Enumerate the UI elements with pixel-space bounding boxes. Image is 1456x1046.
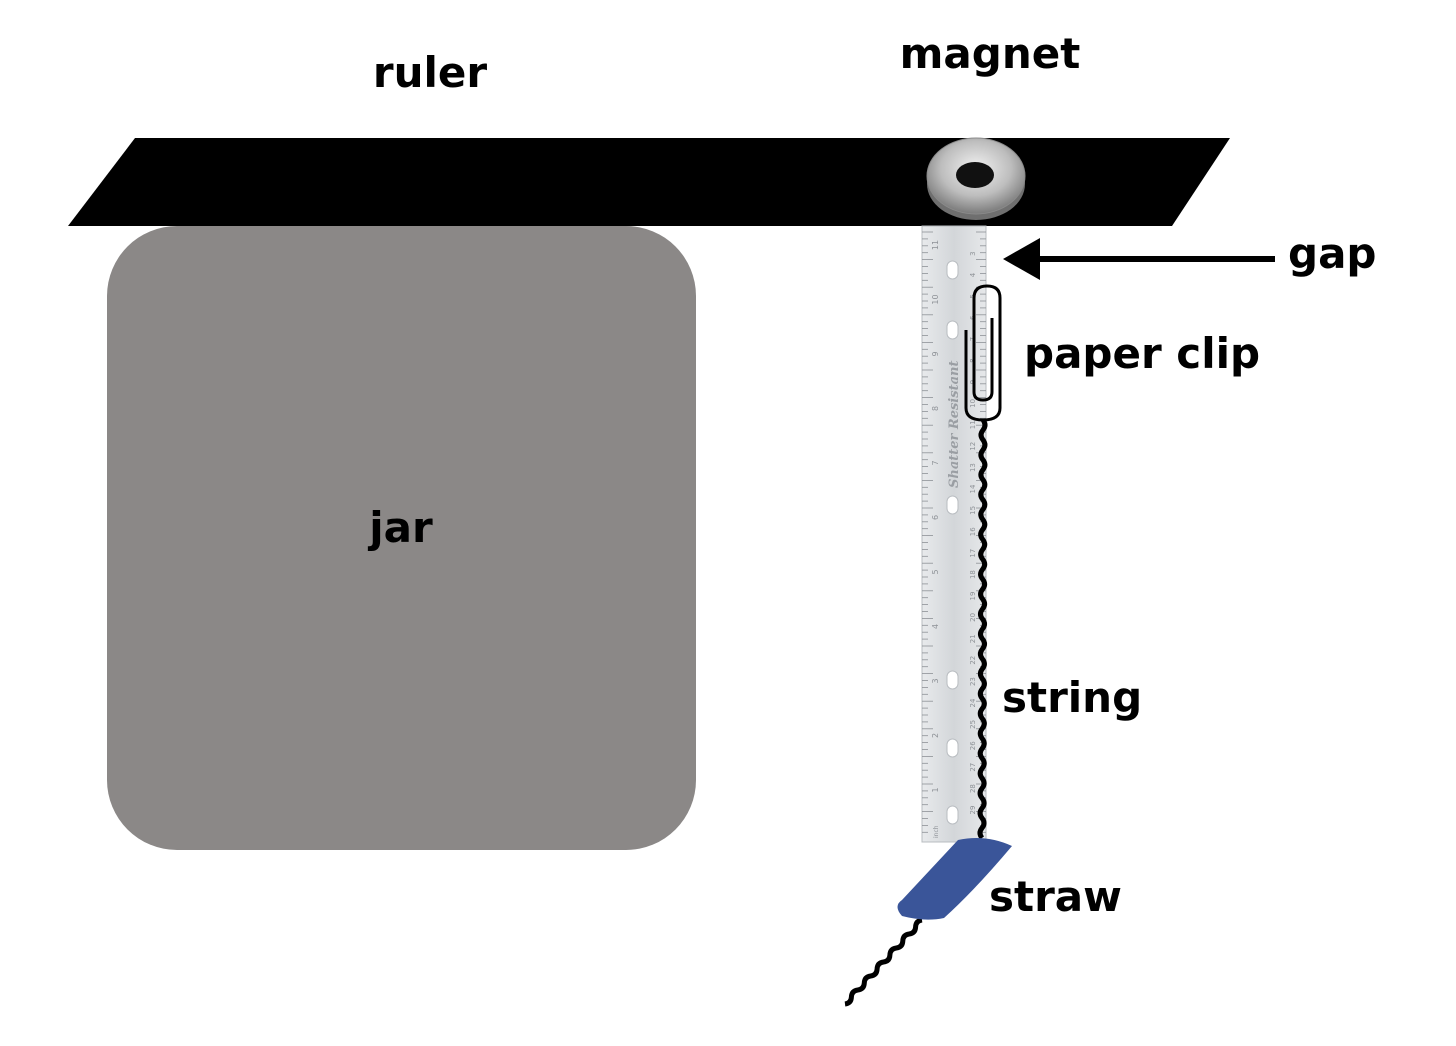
ruler-cm-number: 19: [969, 592, 977, 601]
gap-arrow: [1003, 238, 1275, 280]
ruler-cm-number: 28: [969, 784, 977, 793]
ruler-label: ruler: [373, 48, 487, 97]
straw: [897, 838, 1012, 920]
ruler-cm-number: 27: [969, 763, 977, 772]
ruler-cm-number: 16: [969, 527, 977, 536]
ruler-cm-number: 14: [969, 484, 977, 493]
ruler-cm-number: 4: [969, 272, 977, 277]
jar-shape: [107, 226, 696, 850]
straw-label: straw: [989, 872, 1122, 921]
ruler-bar: [68, 138, 1230, 226]
paper-clip: [964, 284, 1002, 422]
ruler-inch-number: 9: [931, 351, 940, 356]
ruler-cm-number: 3: [969, 251, 977, 255]
ruler-inch-number: 5: [931, 569, 940, 574]
ruler-inch-number: 2: [931, 733, 940, 738]
ruler-cm-number: 15: [969, 506, 977, 515]
ruler-cm-number: 26: [969, 741, 977, 750]
ruler-inch-number: 7: [931, 460, 940, 465]
ruler-brand-text: Shatter Resistant: [947, 361, 962, 488]
ruler-cm-number: 11: [969, 420, 977, 429]
paper-clip-label: paper clip: [1024, 329, 1260, 378]
ruler-cm-number: 10: [969, 399, 977, 408]
string-label: string: [1002, 673, 1142, 722]
ruler-cm-number: 12: [969, 442, 977, 451]
ruler-inch-number: 10: [931, 294, 940, 304]
ruler-cm-number: 20: [969, 613, 977, 622]
ruler-inch-number: 6: [931, 515, 940, 520]
string-tail: [844, 917, 923, 1007]
ruler-cm-number: 24: [969, 698, 977, 707]
ruler-inch-number: 4: [931, 624, 940, 629]
ruler-cm-number: 22: [969, 656, 977, 665]
ruler-inch-number: 8: [931, 406, 940, 411]
ruler-cm-number: 25: [969, 720, 977, 729]
ruler-cm-number: 13: [969, 463, 977, 472]
magnet-label: magnet: [900, 29, 1081, 78]
ruler-cm-number: 29: [969, 806, 977, 815]
ruler-cm-number: 18: [969, 570, 977, 579]
jar-label: jar: [367, 503, 433, 552]
gap-label: gap: [1288, 229, 1376, 278]
ruler-holes: [946, 260, 959, 825]
ruler-inch-numbers: 11 10 9 8 7 6 5 4 3 2 1: [931, 240, 940, 793]
ruler-inch-number: 11: [931, 240, 940, 250]
ruler-unit-text: inch: [933, 825, 940, 838]
ruler-cm-number: 23: [969, 677, 977, 686]
ruler-cm-number: 21: [969, 634, 977, 643]
ruler-cm-number: 17: [969, 549, 977, 558]
ruler-cm-numbers: 29 28 27 26 25 24 23 22 21 20 19 18 17 16 15 14 13 12 11 10…: [969, 251, 977, 814]
ruler-inch-number: 1: [931, 787, 940, 792]
string: [977, 418, 988, 840]
ruler-inch-number: 3: [931, 678, 940, 683]
magnet: [926, 137, 1026, 220]
